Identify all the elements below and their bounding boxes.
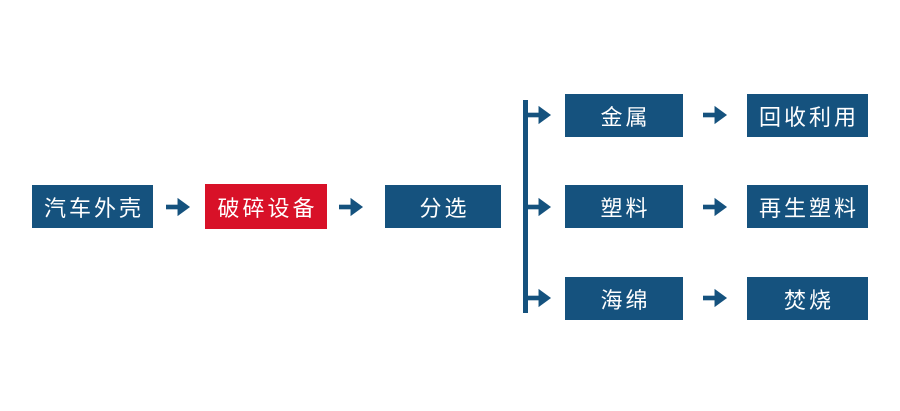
right-arrow-icon — [527, 287, 552, 309]
node-sponge-label: 海绵 — [600, 287, 651, 313]
node-sponge: 海绵 — [565, 277, 683, 320]
branch-connector-line — [523, 100, 528, 313]
node-car-shell: 汽车外壳 — [32, 185, 153, 228]
node-recycling-label: 回收利用 — [758, 104, 859, 130]
node-crushing-equipment-label: 破碎设备 — [217, 195, 318, 221]
node-recycled-plastic: 再生塑料 — [747, 185, 868, 228]
node-metal-label: 金属 — [600, 104, 651, 130]
node-car-shell-label: 汽车外壳 — [43, 195, 144, 221]
node-plastic-label: 塑料 — [600, 195, 651, 221]
node-sorting: 分选 — [385, 185, 501, 228]
right-arrow-icon — [703, 287, 728, 309]
right-arrow-icon — [703, 104, 728, 126]
node-recycled-plastic-label: 再生塑料 — [758, 195, 859, 221]
right-arrow-icon — [339, 196, 364, 218]
node-metal: 金属 — [565, 94, 683, 137]
right-arrow-icon — [703, 196, 728, 218]
node-recycling: 回收利用 — [747, 94, 868, 137]
right-arrow-icon — [166, 196, 191, 218]
node-incineration: 焚烧 — [747, 277, 868, 320]
node-incineration-label: 焚烧 — [783, 287, 834, 313]
node-crushing-equipment: 破碎设备 — [205, 184, 327, 229]
right-arrow-icon — [527, 104, 552, 126]
right-arrow-icon — [527, 196, 552, 218]
node-plastic: 塑料 — [565, 185, 683, 228]
node-sorting-label: 分选 — [419, 195, 470, 221]
